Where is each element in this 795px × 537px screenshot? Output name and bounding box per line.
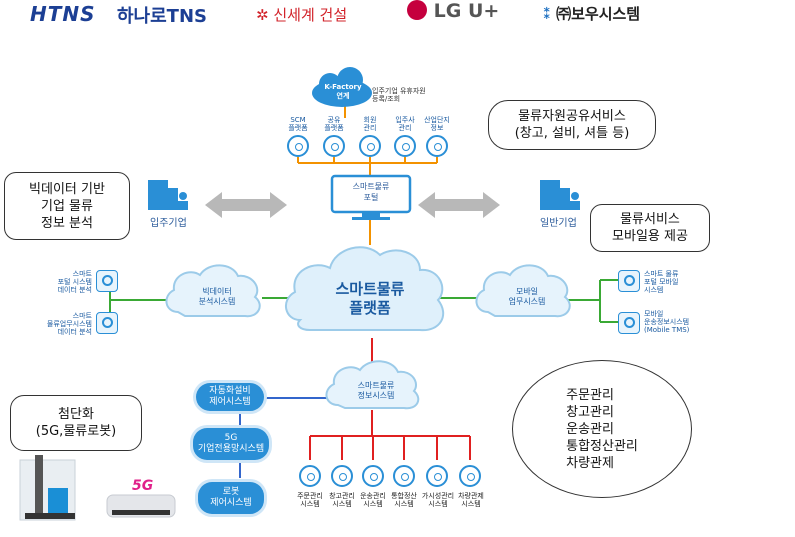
right-item-label-0: 스마트 물류 포털 모바일 시스템 <box>644 270 679 294</box>
right-item-label-1: 모바일 운송정보시스템 (Mobile TMS) <box>644 310 690 334</box>
bottom-module-label-5: 차량관제 시스템 <box>458 492 484 508</box>
info-cloud-shape <box>325 360 420 410</box>
bowoo-logo: ⁑ ㈜보우시스템 <box>543 3 640 24</box>
automation-control-system: 자동화설비 제어시스템 <box>196 383 264 411</box>
share-gauge-icon <box>323 135 345 157</box>
left-item-label-1: 스마트 물류업무시스템 데이터 분석 <box>46 312 92 336</box>
bottom-module-label-2: 운송관리 시스템 <box>360 492 386 508</box>
lg-text: LG U+ <box>433 0 500 22</box>
portal-monitor <box>330 174 412 220</box>
arrow-right-double <box>418 192 500 218</box>
shinsegae-logo: ✲ 신세계 건설 <box>256 4 347 25</box>
bottom-module-label-0: 주문관리 시스템 <box>297 492 323 508</box>
htns-logo: HTNS <box>30 2 96 26</box>
blue-connectors <box>239 397 330 478</box>
bowoo-text: ㈜보우시스템 <box>556 5 641 23</box>
member-gauge-icon <box>359 135 381 157</box>
bowoo-mark-icon: ⁑ <box>543 5 551 23</box>
top-module-label-2: 회원 관리 <box>363 116 377 132</box>
mobile-bubble: 물류서비스 모바일용 제공 <box>590 204 710 252</box>
top-module-label-4: 산업단지 정보 <box>424 116 450 132</box>
tenant-building-icon <box>148 180 188 210</box>
settlement-gear-icon <box>393 465 415 487</box>
k-factory-label: K-Factory 연계 <box>324 83 362 100</box>
lg-circle-icon <box>407 0 427 20</box>
transport-gear-icon <box>362 465 384 487</box>
bigdata-cloud-label: 빅데이터 분석시스템 <box>198 287 236 306</box>
general-building-icon <box>540 180 580 210</box>
mobile-cloud-label: 모바일 업무시스템 <box>508 287 546 306</box>
red-connectors <box>309 338 471 460</box>
functions-bubble: 주문관리 창고관리 운송관리 통합정산관리 차량관제 <box>512 360 692 498</box>
portal-label: 스마트물류 포털 <box>352 182 390 202</box>
tech-bubble: 첨단화 (5G,물류로봇) <box>10 395 142 451</box>
mobile-bubble-text: 물류서비스 모바일용 제공 <box>612 212 688 244</box>
visibility-gear-icon <box>426 465 448 487</box>
top-module-label-1: 공유 플랫폼 <box>324 116 344 132</box>
tenant-gauge-icon <box>394 135 416 157</box>
hanaro-logo: 하나로TNS <box>117 6 207 27</box>
mobile-search-icon-0 <box>618 270 640 292</box>
warehouse-gear-icon <box>331 465 353 487</box>
tech-bubble-text: 첨단화 (5G,물류로봇) <box>35 407 117 439</box>
main-platform-label: 스마트물류 플랫폼 <box>335 280 405 317</box>
functions-bubble-text: 주문관리 창고관리 운송관리 통합정산관리 차량관제 <box>566 387 638 471</box>
left-item-label-0: 스마트 포털 시스템 데이터 분석 <box>57 270 92 294</box>
arrow-left-double <box>205 192 287 218</box>
bigdata-bubble-text: 빅데이터 기반 기업 물류 정보 분석 <box>29 181 105 231</box>
5g-network-system: 5G 기업전용망시스템 <box>193 428 269 460</box>
bigdata-search-icon-1 <box>96 312 118 334</box>
k-factory-cloud <box>312 67 372 107</box>
main-platform-cloud <box>285 246 445 332</box>
mobile-search-icon-1 <box>618 312 640 334</box>
order-gear-icon <box>299 465 321 487</box>
5g-robot-illustration <box>106 494 176 518</box>
tenant-label: 입주기업 <box>150 218 187 229</box>
bottom-module-label-1: 창고관리 시스템 <box>329 492 355 508</box>
bottom-module-label-3: 통합정산 시스템 <box>391 492 417 508</box>
robot-control-system: 로봇 제어시스템 <box>198 482 264 514</box>
top-module-label-3: 입주사 관리 <box>395 116 415 132</box>
shinsegae-star-icon: ✲ <box>256 6 269 24</box>
share-bubble: 물류자원공유서비스 (창고, 설비, 셔틀 등) <box>488 100 656 150</box>
vehicle-gear-icon <box>459 465 481 487</box>
k-factory-desc: 입주기업 유휴자원 등록/조회 <box>372 87 426 103</box>
5g-badge: 5G <box>132 478 154 494</box>
top-module-label-0: SCM 플랫폼 <box>288 116 308 132</box>
info-cloud-label: 스마트물류 정보시스템 <box>357 381 395 400</box>
bigdata-bubble: 빅데이터 기반 기업 물류 정보 분석 <box>4 172 130 240</box>
robot-forklift-illustration <box>19 455 76 521</box>
scm-gauge-icon <box>287 135 309 157</box>
industry-gauge-icon <box>426 135 448 157</box>
shinsegae-text: 신세계 건설 <box>273 6 348 24</box>
share-bubble-text: 물류자원공유서비스 (창고, 설비, 셔틀 등) <box>514 109 630 141</box>
general-label: 일반기업 <box>540 218 577 229</box>
bigdata-search-icon-0 <box>96 270 118 292</box>
bigdata-cloud-shape <box>165 264 261 318</box>
mobile-cloud-shape <box>475 264 571 318</box>
bottom-module-label-4: 가시성관리 시스템 <box>421 492 455 508</box>
lg-logo: LG U+ <box>407 0 499 22</box>
